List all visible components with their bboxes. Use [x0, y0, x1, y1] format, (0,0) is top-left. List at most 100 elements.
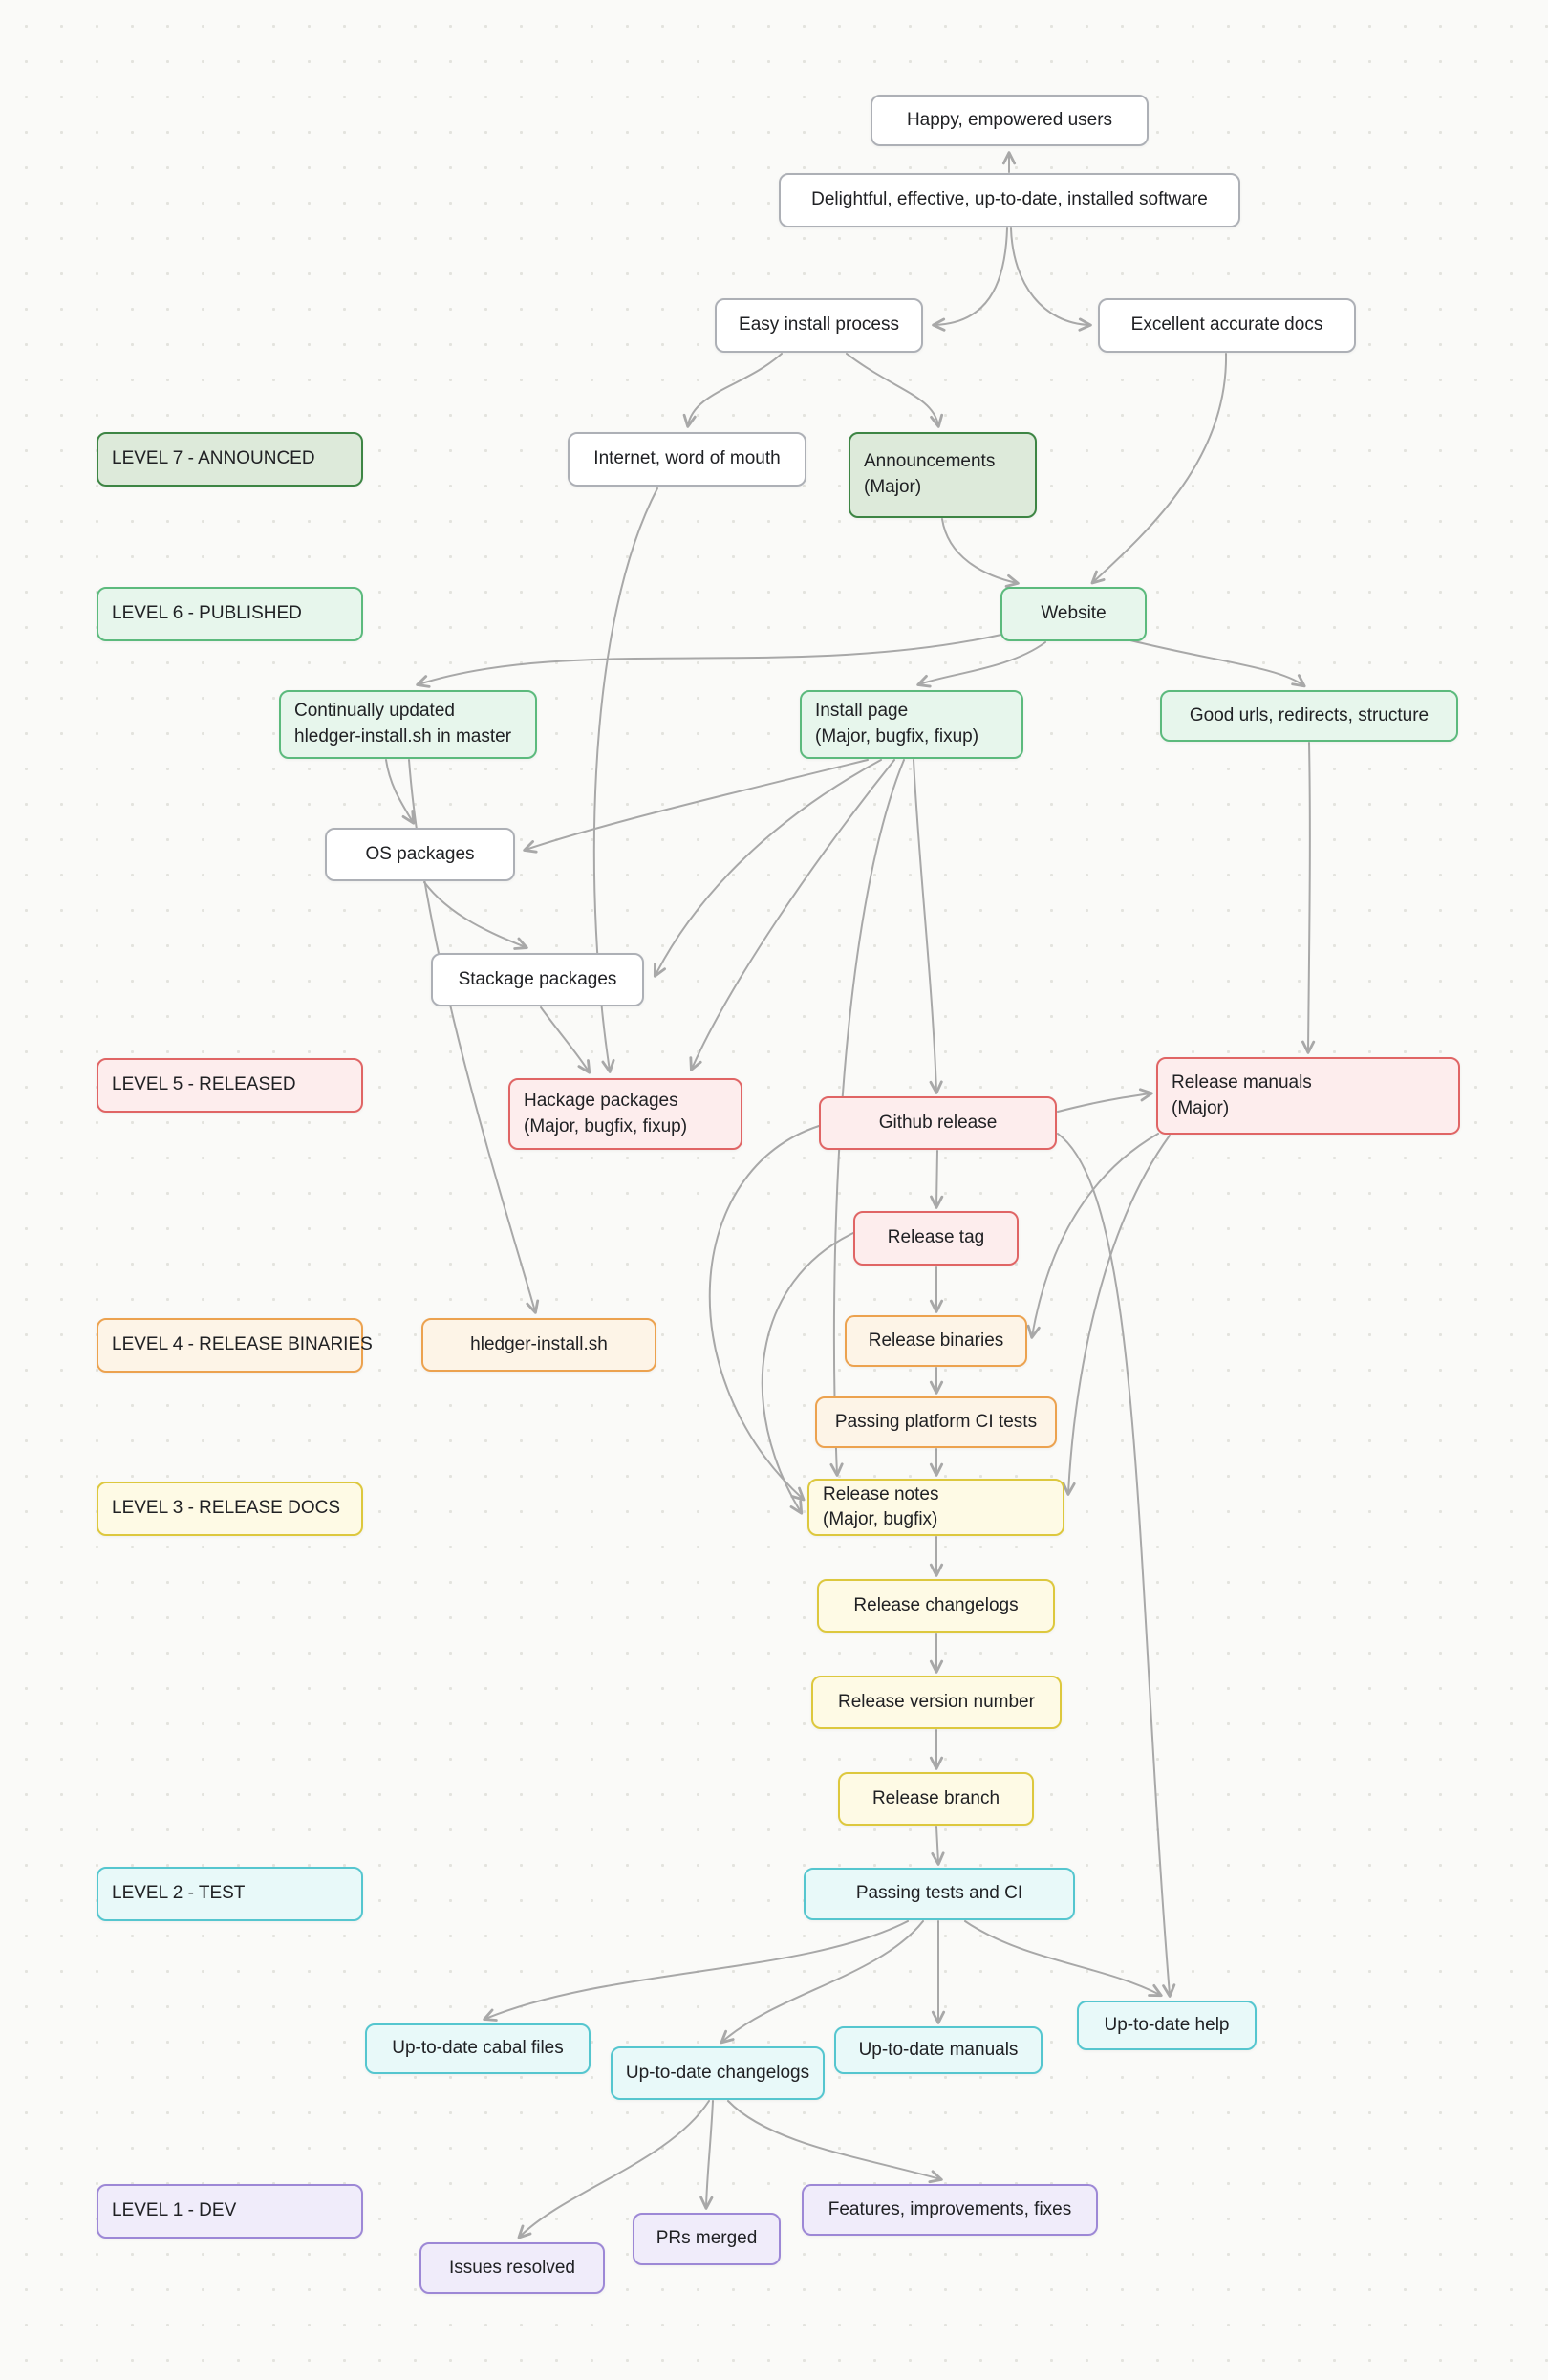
- level-label-3-release-docs[interactable]: LEVEL 3 - RELEASE DOCS: [97, 1482, 363, 1536]
- edge-github-release-manuals: [1057, 1088, 1153, 1113]
- level-label-1-dev[interactable]: LEVEL 1 - DEV: [97, 2184, 363, 2239]
- node-stackage-packages[interactable]: Stackage packages: [431, 953, 644, 1006]
- edge-stackage-hackage: [540, 1006, 591, 1074]
- node-label-line1: Hackage packages: [524, 1090, 678, 1111]
- edge-manuals-release-binaries: [1026, 1133, 1159, 1339]
- node-label: Happy, empowered users: [906, 109, 1113, 130]
- node-release-binaries[interactable]: Release binaries: [845, 1315, 1027, 1367]
- node-label-line1: Announcements: [864, 451, 996, 472]
- edge-continually-os-packages: [385, 759, 416, 825]
- node-label-line1: Install page: [815, 701, 909, 722]
- level-label: LEVEL 5 - RELEASED: [112, 1074, 296, 1095]
- node-label: Easy install process: [739, 314, 899, 335]
- node-release-tag[interactable]: Release tag: [853, 1211, 1019, 1266]
- node-install-page[interactable]: Install page (Major, bugfix, fixup): [800, 690, 1023, 759]
- node-release-branch[interactable]: Release branch: [838, 1772, 1034, 1826]
- level-label: LEVEL 3 - RELEASE DOCS: [112, 1498, 341, 1519]
- node-os-packages[interactable]: OS packages: [325, 828, 515, 881]
- edge-easy-install-internet: [682, 353, 783, 428]
- node-label: Release changelogs: [853, 1594, 1019, 1615]
- node-label: Release binaries: [868, 1330, 1004, 1351]
- edge-tag-release-notes-loop-b: [761, 1232, 854, 1515]
- node-release-manuals[interactable]: Release manuals (Major): [1156, 1057, 1460, 1135]
- node-label-line2: (Major): [864, 477, 922, 497]
- edge-install-page-hackage: [689, 759, 895, 1071]
- node-passing-tests-and-ci[interactable]: Passing tests and CI: [804, 1868, 1075, 1920]
- edge-manuals-release-notes: [1062, 1135, 1171, 1496]
- edge-website-install-page: [916, 641, 1046, 688]
- level-label-7-announced[interactable]: LEVEL 7 - ANNOUNCED: [97, 432, 363, 487]
- edge-github-release-notes-loop-a: [708, 1125, 820, 1502]
- node-label: Website: [1041, 603, 1107, 624]
- level-label-5-released[interactable]: LEVEL 5 - RELEASED: [97, 1058, 363, 1113]
- node-hledger-install-sh[interactable]: hledger-install.sh: [421, 1318, 656, 1372]
- node-label: PRs merged: [656, 2228, 758, 2249]
- edge-excellent-docs-website: [1090, 353, 1228, 585]
- node-release-version-number[interactable]: Release version number: [811, 1676, 1062, 1729]
- level-label-2-test[interactable]: LEVEL 2 - TEST: [97, 1867, 363, 1921]
- node-label: Up-to-date cabal files: [392, 2038, 564, 2059]
- node-github-release[interactable]: Github release: [819, 1096, 1057, 1150]
- edge-tests-utd-changelogs: [720, 1920, 924, 2045]
- node-label-line2: (Major): [1172, 1097, 1230, 1118]
- node-release-changelogs[interactable]: Release changelogs: [817, 1579, 1055, 1633]
- edge-delightful-excellent-docs: [1010, 227, 1092, 332]
- node-label: Stackage packages: [458, 968, 617, 989]
- node-label: Features, improvements, fixes: [828, 2198, 1072, 2219]
- node-label: Delightful, effective, up-to-date, insta…: [811, 189, 1208, 210]
- edge-os-stackage: [423, 881, 528, 950]
- node-label: Internet, word of mouth: [593, 448, 781, 469]
- node-good-urls[interactable]: Good urls, redirects, structure: [1160, 690, 1458, 742]
- level-label-4-release-binaries[interactable]: LEVEL 4 - RELEASE BINARIES: [97, 1318, 373, 1373]
- node-up-to-date-manuals[interactable]: Up-to-date manuals: [834, 2026, 1043, 2074]
- node-prs-merged[interactable]: PRs merged: [633, 2213, 781, 2265]
- node-label-line1: Release notes: [823, 1484, 939, 1505]
- level-label: LEVEL 4 - RELEASE BINARIES: [112, 1334, 373, 1355]
- node-label: Release tag: [887, 1227, 985, 1248]
- edge-tests-utd-help: [964, 1920, 1163, 1998]
- edge-utd-changelogs-features: [727, 2100, 943, 2184]
- node-happy-users[interactable]: Happy, empowered users: [871, 95, 1149, 146]
- node-label: Passing tests and CI: [855, 1883, 1023, 1904]
- node-label: Release branch: [871, 1787, 1000, 1808]
- node-internet-word-of-mouth[interactable]: Internet, word of mouth: [568, 432, 806, 487]
- node-up-to-date-cabal-files[interactable]: Up-to-date cabal files: [365, 2023, 591, 2074]
- node-issues-resolved[interactable]: Issues resolved: [419, 2242, 605, 2294]
- node-label-line1: Release manuals: [1172, 1071, 1312, 1093]
- node-features-improvements-fixes[interactable]: Features, improvements, fixes: [802, 2184, 1098, 2236]
- node-label: Release version number: [838, 1691, 1035, 1712]
- node-announcements[interactable]: Announcements (Major): [849, 432, 1037, 518]
- node-easy-install-process[interactable]: Easy install process: [715, 298, 923, 353]
- edge-install-page-stackage: [653, 759, 882, 978]
- node-delightful-software[interactable]: Delightful, effective, up-to-date, insta…: [779, 173, 1240, 227]
- edge-utd-changelogs-prs: [699, 2100, 714, 2210]
- level-label: LEVEL 1 - DEV: [112, 2200, 237, 2221]
- node-label: OS packages: [365, 843, 475, 864]
- level-label: LEVEL 6 - PUBLISHED: [112, 603, 302, 624]
- edge-github-utd-help: [1057, 1133, 1176, 1998]
- node-label: Up-to-date manuals: [858, 2039, 1019, 2060]
- node-up-to-date-changelogs[interactable]: Up-to-date changelogs: [611, 2046, 825, 2100]
- node-excellent-accurate-docs[interactable]: Excellent accurate docs: [1098, 298, 1356, 353]
- edge-website-good-urls: [1129, 639, 1306, 688]
- node-label: Up-to-date help: [1104, 2014, 1230, 2035]
- node-label: hledger-install.sh: [470, 1333, 608, 1354]
- level-label-6-published[interactable]: LEVEL 6 - PUBLISHED: [97, 587, 363, 641]
- node-label: Excellent accurate docs: [1130, 314, 1323, 335]
- level-label: LEVEL 2 - TEST: [112, 1883, 246, 1904]
- node-release-notes[interactable]: Release notes(Major, bugfix): [807, 1479, 1064, 1536]
- node-label: Good urls, redirects, structure: [1189, 704, 1430, 725]
- edge-install-page-os: [523, 759, 869, 854]
- node-label-line2: (Major, bugfix, fixup): [815, 726, 979, 746]
- edge-delightful-easy-install: [932, 227, 1008, 332]
- level-label: LEVEL 7 - ANNOUNCED: [112, 448, 315, 469]
- edge-install-page-github-release: [913, 759, 943, 1094]
- edge-tests-utd-cabal: [483, 1920, 909, 2022]
- node-hackage-packages[interactable]: Hackage packages(Major, bugfix, fixup): [508, 1078, 742, 1150]
- node-up-to-date-help[interactable]: Up-to-date help: [1077, 2001, 1257, 2050]
- node-label: Passing platform CI tests: [834, 1411, 1038, 1432]
- node-website[interactable]: Website: [1000, 587, 1147, 641]
- node-passing-platform-ci-tests[interactable]: Passing platform CI tests: [815, 1396, 1057, 1448]
